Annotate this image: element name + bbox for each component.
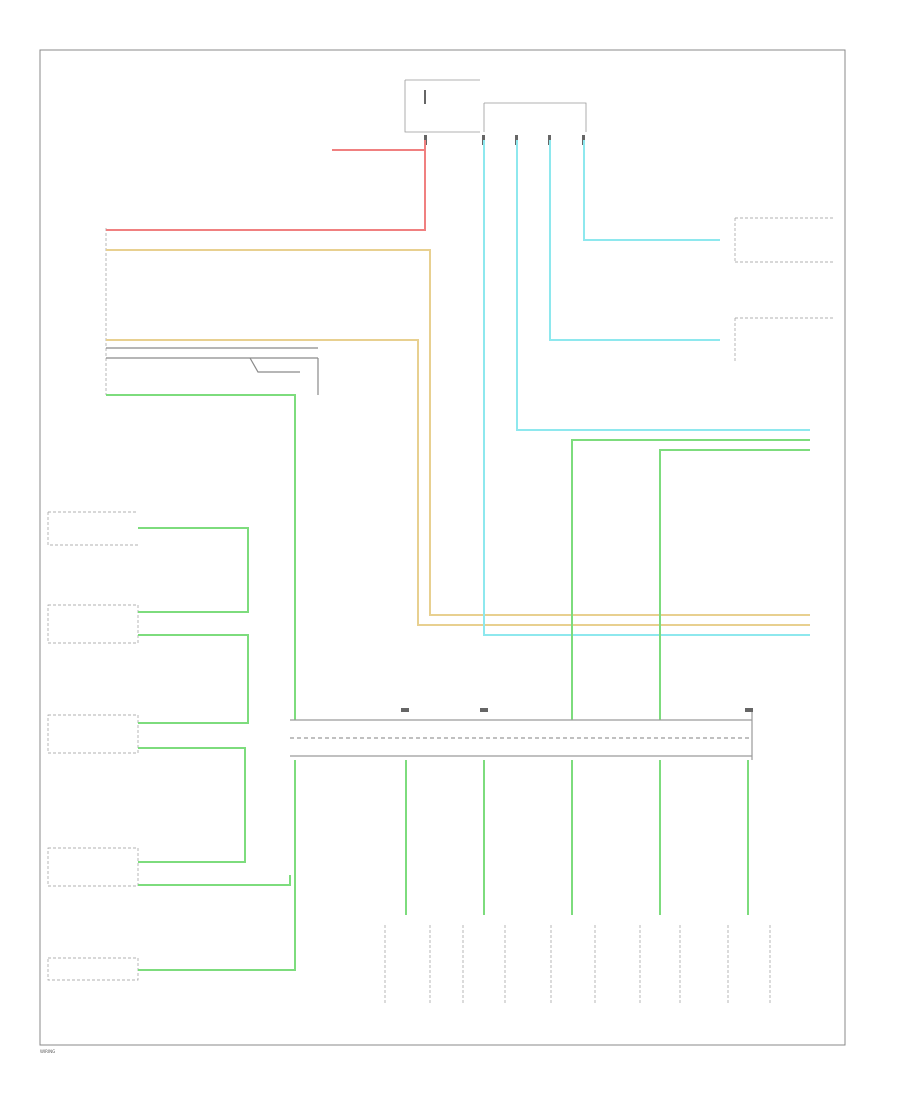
wire-green-loop-1 — [138, 527, 249, 613]
left-module-5 — [47, 957, 139, 981]
data-bus — [290, 712, 753, 760]
wire-green-loop-2 — [138, 634, 249, 724]
wire-green-right-1 — [571, 439, 810, 720]
wire-cyan-3 — [549, 140, 720, 341]
wire-green-bottom — [138, 760, 296, 971]
left-module-2 — [47, 604, 139, 644]
wire-green-right-2 — [659, 449, 810, 720]
wire-cyan-1 — [483, 140, 810, 636]
wire-tan-2 — [106, 339, 810, 626]
wire-gray-3 — [249, 357, 300, 373]
wire-gray-2 — [106, 357, 319, 395]
right-module-1 — [734, 217, 835, 263]
top-left-module — [404, 79, 480, 133]
wire-cyan-4 — [583, 140, 720, 241]
top-right-module — [424, 102, 587, 145]
wire-cyan-2 — [516, 140, 810, 431]
bottom-modules — [384, 925, 771, 1005]
diagram-frame — [39, 49, 846, 1046]
footer-code: WIRING — [40, 1049, 55, 1054]
right-module-2 — [734, 317, 835, 362]
left-module-4 — [47, 847, 139, 887]
wire-green-main — [106, 394, 296, 720]
left-module-3 — [47, 714, 139, 754]
wire-green-loop-3 — [138, 747, 246, 863]
left-module-1 — [47, 511, 138, 546]
wire-red — [106, 140, 426, 231]
wire-green-lower — [138, 875, 291, 886]
wire-tan-1 — [106, 249, 810, 616]
